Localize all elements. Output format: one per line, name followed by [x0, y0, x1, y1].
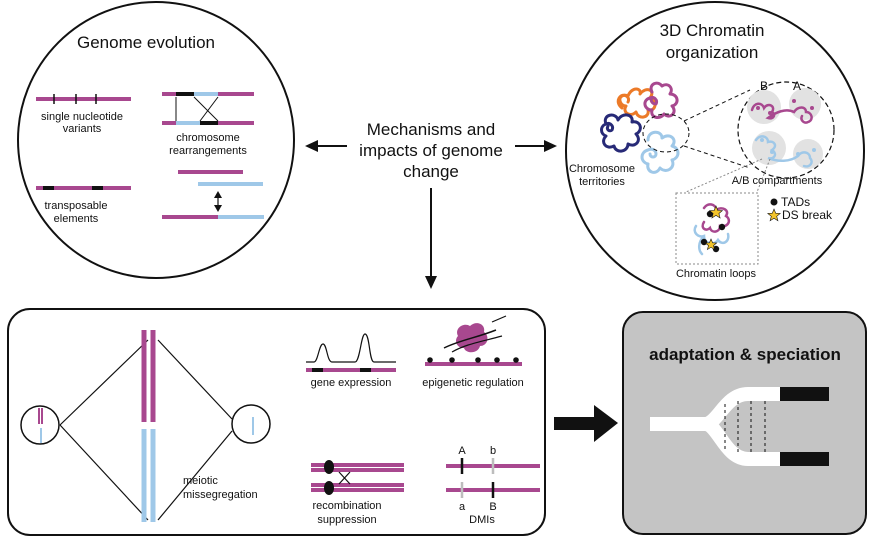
- dmis-label: DMIs: [469, 514, 495, 526]
- territory-navy: [600, 113, 642, 153]
- epigenetic-diagram: [425, 315, 522, 366]
- genome-evolution-circle: [17, 1, 295, 279]
- arrow-left: [305, 140, 347, 152]
- ab-compartments-label: A/B compartments: [732, 175, 823, 187]
- arrow-to-outcome: [554, 405, 618, 442]
- territory-magenta-small: [643, 81, 679, 119]
- compartment-a-label: A: [793, 79, 801, 93]
- speciation-tree: [650, 387, 829, 466]
- recombination-diagram: [311, 460, 404, 495]
- zoom-line-top: [683, 89, 751, 122]
- meiotic-label-line1: meiotic: [183, 475, 218, 487]
- compartment-magenta-beads: [756, 99, 814, 115]
- meiosis-diagram: [20, 330, 271, 522]
- outcome-box: [622, 311, 867, 535]
- recombination-label-line1: recombination: [312, 500, 381, 512]
- dmi-label-upper-right: b: [490, 445, 496, 457]
- genome-evolution-title: Genome evolution: [77, 33, 215, 52]
- genome-evolution-panel: Genome evolution single nucleotide varia…: [17, 1, 295, 279]
- center-title: Mechanisms and impacts of genome change: [359, 120, 503, 181]
- legend-ds-break-label: DS break: [782, 208, 833, 222]
- epigenetic-label: epigenetic regulation: [422, 377, 524, 389]
- gene-expression-label: gene expression: [311, 377, 392, 389]
- legend-ds-break-star: [767, 208, 781, 222]
- chromatin-panel: 3D Chromatin organization Chromosome ter…: [565, 1, 865, 301]
- territories-label-line1: Chromosome: [569, 163, 635, 175]
- compartment-blue-beads: [760, 138, 816, 156]
- snv-chromosome: [36, 94, 131, 104]
- recombination-label-line2: suppression: [317, 514, 376, 526]
- rearrangement-chromosomes: [162, 92, 254, 125]
- chromatin-title-line1: 3D Chromatin: [660, 21, 765, 40]
- dmi-label-upper-left: A: [458, 445, 466, 457]
- te-label-line2: elements: [54, 213, 99, 225]
- center-title-line2: impacts of genome: [359, 141, 503, 160]
- legend-tads-dot: [770, 198, 778, 206]
- territory-highlight: [642, 113, 690, 153]
- dmi-label-lower-left: a: [459, 501, 466, 513]
- te-label-line1: transposable: [45, 200, 108, 212]
- center-title-line3: change: [403, 162, 459, 181]
- snv-label-line1: single nucleotide: [41, 111, 123, 123]
- compartment-b-label: B: [760, 79, 768, 93]
- loops-label: Chromatin loops: [676, 268, 757, 280]
- rearrangement-label-line1: chromosome: [176, 132, 240, 144]
- chromatin-title-line2: organization: [666, 43, 759, 62]
- territories-label-line2: territories: [579, 176, 625, 188]
- snv-label-line2: variants: [63, 123, 102, 135]
- meiotic-label-line2: missegregation: [183, 489, 258, 501]
- loop-zoom-line-right: [756, 158, 771, 193]
- gamete-right-circle: [231, 404, 271, 444]
- ds-break-star-upper: [708, 205, 724, 219]
- gamete-left-circle: [20, 405, 60, 445]
- loop-zoom-line-left: [685, 158, 763, 193]
- compartment-a-blob: [789, 88, 821, 120]
- center-title-line1: Mechanisms and: [367, 120, 496, 139]
- arrow-right: [515, 140, 557, 152]
- legend-tads-label: TADs: [781, 195, 810, 209]
- loop-zoom-box: [675, 192, 759, 265]
- zoom-line-bottom: [683, 145, 751, 169]
- impacts-panel: meiotic missegregation gene expression e…: [7, 308, 546, 536]
- dmi-diagram: [446, 458, 540, 498]
- arrow-down: [425, 188, 437, 289]
- double-arrow-icon: [214, 191, 222, 212]
- chromatin-circle: [565, 1, 865, 301]
- territory-blue: [640, 130, 680, 174]
- rearrangement-label-line2: rearrangements: [169, 145, 247, 157]
- dmi-label-lower-right: B: [489, 501, 496, 513]
- gene-expression-diagram: [306, 333, 396, 372]
- compartment-magenta-fiber: [750, 102, 813, 124]
- ds-break-star-lower: [704, 238, 718, 251]
- outcome-panel: adaptation & speciation: [622, 311, 867, 535]
- compartment-blue-fiber: [754, 135, 813, 168]
- fusion-chromosomes: [162, 170, 264, 219]
- outcome-title: adaptation & speciation: [649, 345, 841, 364]
